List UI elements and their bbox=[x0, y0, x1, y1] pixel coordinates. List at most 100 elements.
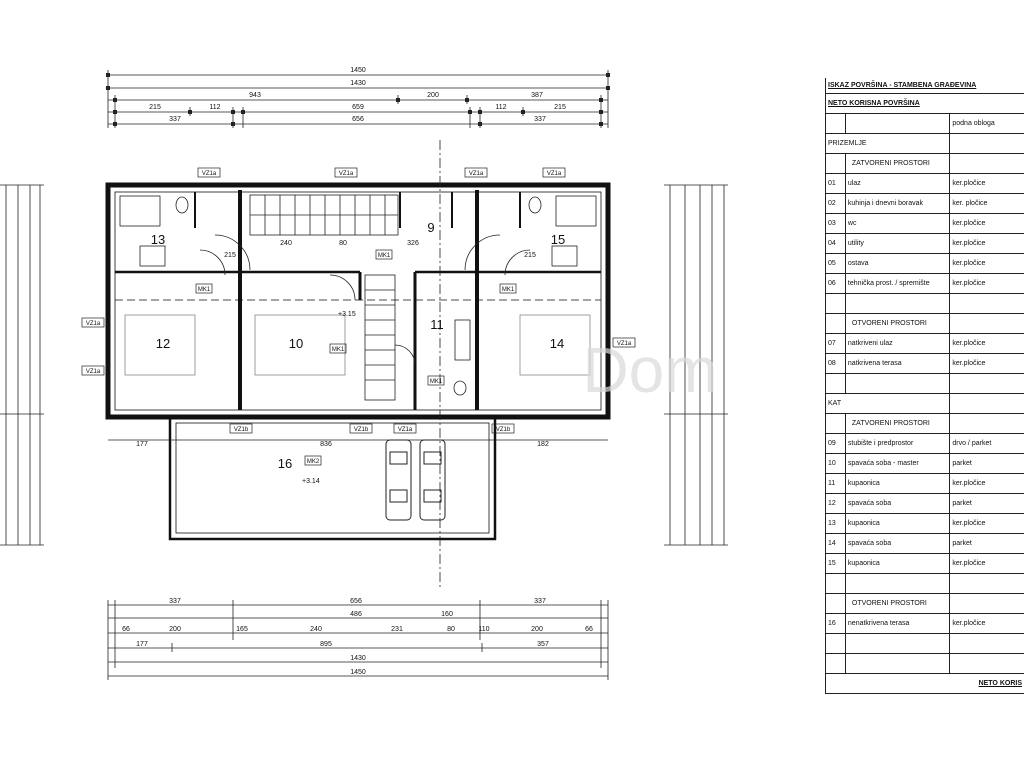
row-room-name: tehnička prost. / spremište bbox=[846, 274, 951, 293]
dim-top-337b: 337 bbox=[534, 116, 546, 123]
row-number: 09 bbox=[826, 434, 846, 453]
row-number: 07 bbox=[826, 334, 846, 353]
row-room-name: wc bbox=[846, 214, 951, 233]
table-subtitle-row: NETO KORISNA POVRŠINA bbox=[825, 94, 1024, 114]
room-11: 11 bbox=[430, 317, 444, 332]
row-floor-finish: ker.pločice bbox=[952, 520, 986, 527]
row-floor-finish: ker.pločice bbox=[952, 220, 986, 227]
tag-mk1-5: MK1 bbox=[430, 379, 443, 385]
inner-dimensions: 240 80 326 177 836 182 215 215 bbox=[108, 240, 608, 448]
row-floor-finish: drvo / parket bbox=[952, 440, 992, 447]
room-12: 12 bbox=[156, 336, 170, 351]
dim-inner-215a: 215 bbox=[224, 252, 236, 259]
row-floor-finish: ker.pločice bbox=[952, 560, 986, 567]
dim-bottom-160: 160 bbox=[441, 611, 453, 618]
dim-top-387: 387 bbox=[531, 92, 543, 99]
dim-inner-215b: 215 bbox=[524, 252, 536, 259]
table-spacer-3 bbox=[825, 574, 1024, 594]
row-room-name: ulaz bbox=[846, 174, 951, 193]
dim-top-337a: 337 bbox=[169, 116, 181, 123]
tag-vz1a-3: VZ1a bbox=[469, 171, 484, 177]
row-room-name: ostava bbox=[846, 254, 951, 273]
section-kat: KAT bbox=[825, 394, 1024, 414]
row-number: 12 bbox=[826, 494, 846, 513]
row-room-name: nenatkrivena terasa bbox=[846, 614, 951, 633]
dim-inner-182: 182 bbox=[537, 441, 549, 448]
dim-top-656: 656 bbox=[352, 116, 364, 123]
row-number: 02 bbox=[826, 194, 846, 213]
tag-mk1-1: MK1 bbox=[198, 287, 211, 293]
row-floor-finish: ker.pločice bbox=[952, 240, 986, 247]
left-dimension-lines bbox=[0, 184, 44, 546]
tag-vz1a-7: VZ1a bbox=[617, 341, 632, 347]
row-number: 16 bbox=[826, 614, 846, 633]
dim-bottom-177: 177 bbox=[136, 641, 148, 648]
row-room-name: natkrivena terasa bbox=[846, 354, 951, 373]
section-prizemlje: PRIZEMLJE bbox=[825, 134, 1024, 154]
row-number: 06 bbox=[826, 274, 846, 293]
bathroom-fixtures bbox=[119, 195, 597, 396]
row-floor-finish: ker.pločice bbox=[952, 280, 986, 287]
row-room-name: kuhinja i dnevni boravak bbox=[846, 194, 951, 213]
bottom-dimension-labels: 337 656 337 486 160 66 200 165 240 231 8… bbox=[122, 598, 593, 676]
terrace-outline bbox=[168, 415, 497, 541]
row-number: 11 bbox=[826, 474, 846, 493]
room-numbers: 9 10 11 12 13 14 15 16 bbox=[151, 220, 565, 471]
dim-bottom-337a: 337 bbox=[169, 598, 181, 605]
level-markers: +3.15 +3.14 bbox=[302, 311, 356, 485]
dim-bottom-80: 80 bbox=[447, 626, 455, 633]
dim-inner-326: 326 bbox=[407, 240, 419, 247]
dim-bottom-110: 110 bbox=[478, 626, 489, 633]
level-upper: +3.15 bbox=[338, 311, 356, 318]
dim-top-659: 659 bbox=[352, 104, 364, 111]
section-open-1: OTVORENI PROSTORI bbox=[825, 314, 1024, 334]
tag-vz1a-1: VZ1a bbox=[202, 171, 217, 177]
row-floor-finish: ker.pločice bbox=[952, 260, 986, 267]
dim-inner-240: 240 bbox=[280, 240, 292, 247]
table-title: ISKAZ POVRŠINA - STAMBENA GRAĐEVINA bbox=[825, 78, 1024, 94]
row-floor-finish: ker. pločice bbox=[952, 200, 988, 207]
row-number: 10 bbox=[826, 454, 846, 473]
table-spacer-4 bbox=[825, 634, 1024, 654]
tag-mk1-3: MK1 bbox=[378, 253, 391, 259]
table-spacer-5 bbox=[825, 654, 1024, 674]
tag-mk2: MK2 bbox=[307, 459, 320, 465]
dim-top-200: 200 bbox=[427, 92, 439, 99]
table-footer-label: NETO KORIS bbox=[978, 680, 1022, 687]
tag-vz1b-3: VZ1b bbox=[496, 427, 511, 433]
dim-bottom-overall-2: 1430 bbox=[350, 655, 366, 662]
table-footer: NETO KORIS bbox=[825, 674, 1024, 694]
room-10: 10 bbox=[289, 336, 303, 351]
dim-inner-836: 836 bbox=[320, 441, 332, 448]
row-number: 04 bbox=[826, 234, 846, 253]
row-number: 01 bbox=[826, 174, 846, 193]
row-room-name: kupaonica bbox=[846, 474, 951, 493]
dim-top-overall-1: 1450 bbox=[350, 67, 366, 74]
dim-top-112b: 112 bbox=[495, 104, 506, 111]
tag-vz1a-2: VZ1a bbox=[339, 171, 354, 177]
row-number: 03 bbox=[826, 214, 846, 233]
dim-bottom-231: 231 bbox=[391, 626, 403, 633]
row-floor-finish: parket bbox=[952, 540, 972, 547]
dim-bottom-200b: 200 bbox=[531, 626, 543, 633]
dim-bottom-overall-1: 1450 bbox=[350, 669, 366, 676]
dim-bottom-357: 357 bbox=[537, 641, 549, 648]
dim-bottom-66a: 66 bbox=[122, 626, 130, 633]
cars bbox=[385, 439, 446, 521]
row-room-name: spavaća soba bbox=[846, 494, 951, 513]
room-9: 9 bbox=[427, 220, 434, 235]
dim-bottom-337b: 337 bbox=[534, 598, 546, 605]
row-room-name: kupaonica bbox=[846, 554, 951, 573]
row-room-name: spavaća soba - master bbox=[846, 454, 951, 473]
dim-top-overall-2: 1430 bbox=[350, 80, 366, 87]
